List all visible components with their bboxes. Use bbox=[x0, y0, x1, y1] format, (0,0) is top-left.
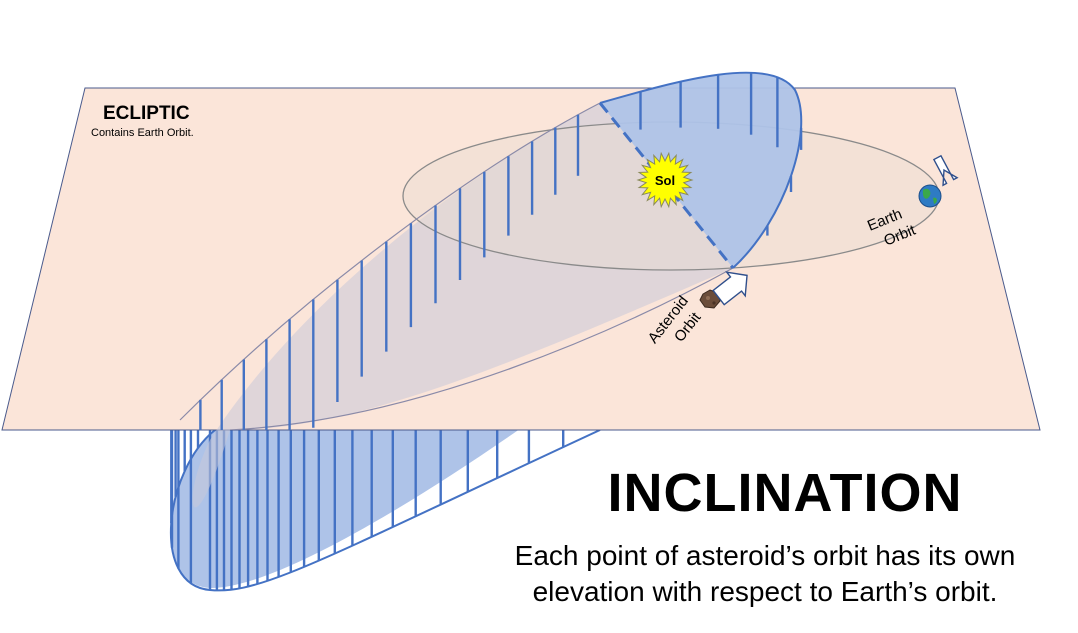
direction-arrow-icon bbox=[932, 154, 959, 187]
ecliptic-title: ECLIPTIC bbox=[103, 103, 190, 124]
caption: Each point of asteroid’s orbit has its o… bbox=[480, 538, 1050, 610]
asteroid-orbit-near-rim bbox=[229, 267, 734, 430]
sun-star bbox=[636, 151, 694, 209]
caption-line-2: elevation with respect to Earth’s orbit. bbox=[532, 576, 998, 607]
ecliptic-subtitle: Contains Earth Orbit. bbox=[91, 127, 194, 139]
earth-icon bbox=[918, 184, 942, 208]
upper-drop-lines bbox=[199, 72, 803, 430]
asteroid-icon bbox=[699, 289, 721, 309]
asteroid-orbit-upper-rim bbox=[599, 71, 803, 269]
caption-line-1: Each point of asteroid’s orbit has its o… bbox=[514, 540, 1016, 571]
asteroid-orbit-lower-rim bbox=[169, 430, 601, 592]
lower-drop-lines bbox=[170, 430, 565, 591]
page-title: INCLINATION bbox=[607, 463, 963, 523]
sun-label: Sol bbox=[655, 173, 675, 188]
asteroid-orbit-above-plane bbox=[179, 71, 803, 430]
sun-icon: Sol bbox=[636, 151, 694, 209]
asteroid-orbit-below-plane bbox=[169, 430, 601, 592]
direction-arrow-icon bbox=[712, 271, 748, 306]
asteroid-orbit-disc-inside bbox=[192, 103, 734, 508]
